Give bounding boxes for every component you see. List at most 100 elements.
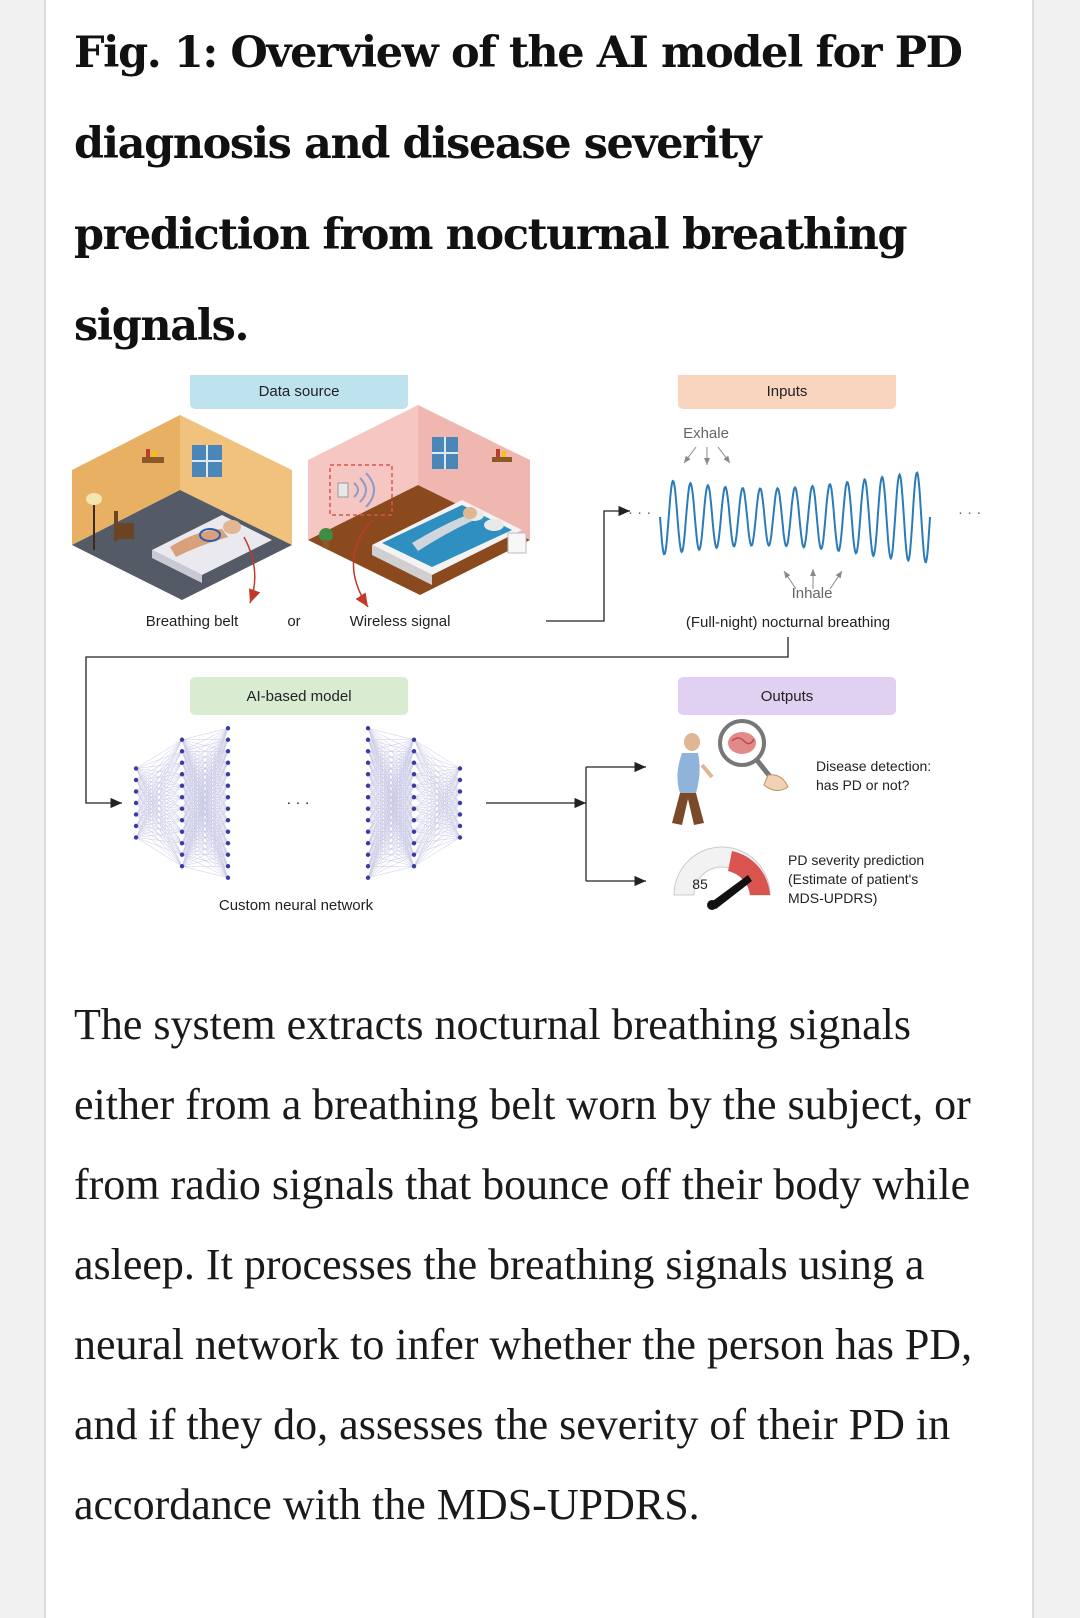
nn-neuron [411, 829, 417, 834]
nn-connection [181, 728, 229, 832]
nn-neuron [411, 737, 417, 742]
nn-neuron [133, 777, 139, 783]
nn-neuron [411, 783, 417, 788]
nn-connection [181, 728, 229, 798]
nn-neuron [133, 789, 139, 794]
nn-neuron [179, 749, 185, 754]
nn-neuron [365, 726, 371, 731]
nn-connection [413, 768, 461, 855]
nn-neuron [179, 829, 185, 834]
nn-neuron [457, 766, 463, 771]
nn-neuron [365, 772, 371, 777]
nn-neuron [225, 864, 231, 869]
nn-connection [413, 751, 461, 769]
nn-connection [181, 728, 229, 775]
severity-line2: (Estimate of patient's [788, 871, 918, 887]
severity-line1: PD severity prediction [788, 852, 924, 868]
nn-neuron [225, 852, 231, 857]
disease-detection-line2: has PD or not? [816, 777, 910, 793]
nn-neuron [225, 818, 231, 823]
data-source-label: Data source [259, 383, 340, 400]
nn-neuron [457, 835, 463, 840]
nn-neuron [365, 783, 371, 788]
nn-neuron [457, 800, 463, 806]
figure-caption: The system extracts nocturnal breathing … [74, 1000, 973, 1529]
nn-connection [135, 785, 183, 838]
bedroom-belt-illustration [72, 415, 292, 600]
nn-neuron [365, 795, 371, 800]
nn-connection [413, 768, 461, 844]
nn-connection [367, 739, 415, 832]
nn-connection [181, 728, 229, 763]
nn-connection [367, 739, 415, 821]
nn-connection [181, 866, 229, 878]
nn-connection [181, 728, 229, 740]
nn-neuron [179, 783, 185, 788]
nn-neuron [411, 841, 417, 846]
nn-connection [181, 774, 229, 867]
nn-neuron [225, 737, 231, 742]
nn-neuron [225, 783, 231, 788]
nn-connection [367, 854, 415, 878]
nn-connection [413, 814, 461, 867]
nn-neuron [457, 777, 463, 783]
nn-connection [413, 768, 461, 786]
nn-connection [135, 739, 183, 769]
nn-neuron [411, 818, 417, 823]
nn-neuron [365, 875, 371, 880]
nn-connection [413, 802, 461, 867]
nn-neuron [225, 760, 231, 765]
severity-line3: MDS-UPDRS) [788, 890, 877, 906]
nn-connection [135, 837, 183, 844]
nn-connection [413, 762, 461, 769]
inputs-label: Inputs [767, 383, 808, 400]
nn-neuron [225, 795, 231, 800]
nn-connection [367, 831, 415, 878]
nn-connection [181, 831, 229, 867]
nn-connection [367, 739, 415, 844]
nn-neuron [411, 760, 417, 765]
article-page: Fig. 1: Overview of the AI model for PD … [44, 0, 1034, 1618]
nn-neuron [225, 829, 231, 834]
nn-neuron [411, 806, 417, 811]
nn-neuron [411, 795, 417, 800]
nn-connection [135, 739, 183, 827]
outputs-box [678, 677, 896, 715]
nn-neuron [365, 760, 371, 765]
nn-neuron [457, 823, 463, 829]
breathing-waveform [659, 471, 931, 564]
severity-gauge-icon [673, 846, 771, 910]
nn-neuron [179, 841, 185, 846]
nn-neuron [179, 795, 185, 800]
exhale-label: Exhale [683, 425, 729, 442]
nn-connection [367, 843, 415, 878]
nn-neuron [365, 852, 371, 857]
nn-neuron [179, 772, 185, 777]
connector-to-model [85, 637, 789, 809]
nn-neuron [225, 841, 231, 846]
nn-neuron [179, 864, 185, 869]
nn-neuron [179, 737, 185, 742]
nn-neuron [365, 737, 371, 742]
nn-neuron [365, 806, 371, 811]
nn-connection [181, 728, 229, 821]
nn-neuron [179, 806, 185, 811]
nn-neuron [365, 841, 371, 846]
nn-neuron [457, 812, 463, 817]
nn-neuron [179, 852, 185, 857]
nn-neuron [365, 864, 371, 869]
nn-neuron [365, 749, 371, 754]
figure-title: Fig. 1: Overview of the AI model for PD … [74, 28, 963, 351]
nn-neuron [411, 864, 417, 869]
nn-connection [135, 797, 183, 838]
nn-connection [367, 739, 415, 809]
nn-neuron [133, 835, 139, 840]
nn-connection [367, 762, 415, 878]
nn-connection [367, 739, 415, 775]
nn-connection [181, 728, 229, 809]
or-label: or [287, 613, 300, 630]
nn-connection [135, 739, 183, 781]
nn-connection [413, 768, 461, 867]
nn-neuron [411, 749, 417, 754]
nn-neuron [457, 789, 463, 794]
